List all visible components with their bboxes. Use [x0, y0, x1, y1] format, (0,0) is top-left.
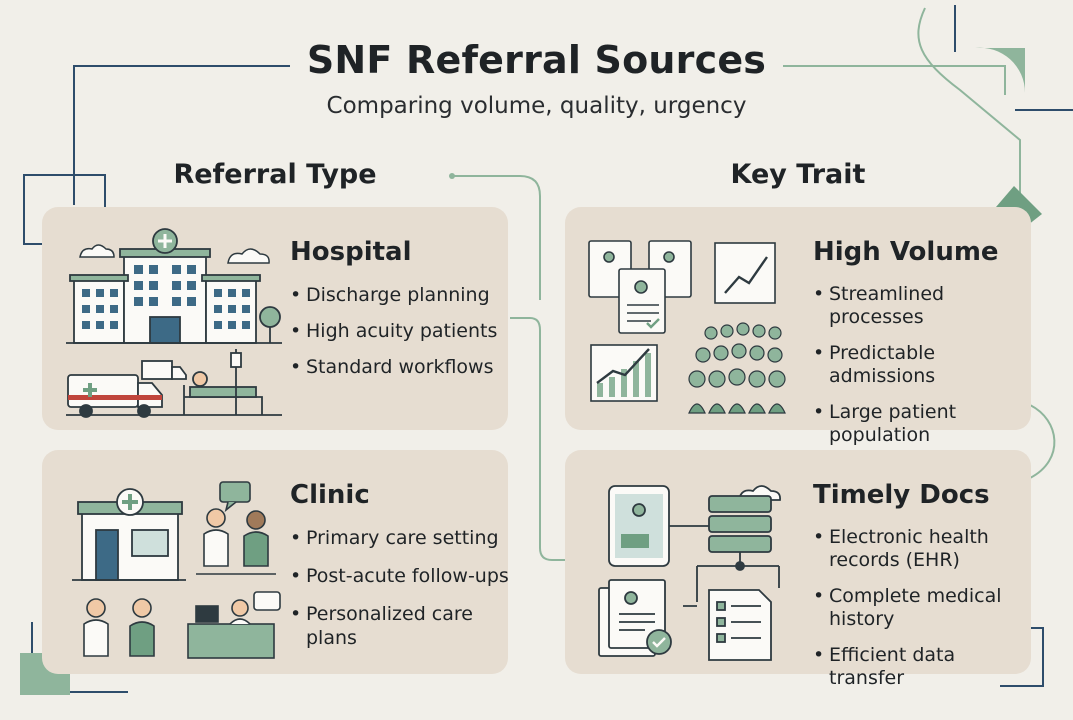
patient-records-icon	[588, 240, 692, 334]
list-item: Streamlined processes	[813, 283, 1035, 329]
server-cloud-icon	[669, 485, 781, 607]
high-volume-illustration	[588, 240, 786, 414]
list-item: Predictable admissions	[813, 342, 1035, 388]
trend-chart-icon	[590, 242, 776, 402]
timely-docs-illustration	[598, 485, 781, 661]
hospital-heading: Hospital	[290, 237, 412, 267]
hospital-bullets: Discharge planning High acuity patients …	[290, 283, 512, 391]
list-item: Discharge planning	[290, 283, 512, 307]
doctor-consult-icon	[83, 508, 276, 657]
list-item: Complete medical history	[813, 585, 1023, 631]
checklist-icon	[708, 589, 772, 661]
hospital-bed-icon	[66, 349, 282, 416]
list-item: Post-acute follow-ups	[290, 564, 512, 588]
list-item: Primary care setting	[290, 526, 512, 550]
hospital-illustration	[66, 228, 282, 418]
tablet-record-icon	[608, 485, 670, 567]
hospital-building-icon	[66, 228, 282, 344]
clinic-card: Clinic Primary care setting Post-acute f…	[42, 450, 509, 674]
page-title: SNF Referral Sources	[306, 38, 767, 82]
crowd-icon	[688, 322, 786, 414]
column-header-referral-type: Referral Type	[173, 159, 377, 190]
list-item: Electronic health records (EHR)	[813, 526, 1023, 572]
clinic-building-icon	[72, 488, 186, 581]
clinic-bullets: Primary care setting Post-acute follow-u…	[290, 526, 512, 664]
list-item: Personalized care plans	[290, 602, 512, 650]
column-header-key-trait: Key Trait	[730, 159, 866, 190]
list-item: Efficient data transfer	[813, 644, 1023, 690]
list-item: High acuity patients	[290, 319, 512, 343]
list-item: Large patient population	[813, 401, 1035, 447]
clinic-illustration	[72, 481, 281, 659]
cloud-icon	[79, 244, 270, 264]
timely-docs-bullets: Electronic health records (EHR) Complete…	[813, 526, 1023, 703]
reception-desk-icon	[187, 599, 275, 659]
high-volume-heading: High Volume	[813, 237, 999, 267]
clinic-heading: Clinic	[290, 480, 370, 510]
high-volume-bullets: Streamlined processes Predictable admiss…	[813, 283, 1035, 460]
document-check-icon	[598, 579, 672, 657]
list-item: Standard workflows	[290, 355, 512, 379]
speech-bubble-icon	[219, 481, 281, 611]
page-subtitle: Comparing volume, quality, urgency	[326, 93, 747, 119]
timely-docs-heading: Timely Docs	[813, 480, 990, 510]
ambulance-icon	[67, 360, 187, 418]
timely-docs-card: Timely Docs Electronic health records (E…	[565, 450, 1031, 689]
hospital-card: Hospital Discharge planning High acuity …	[42, 207, 508, 430]
high-volume-card: High Volume Streamlined processes Predic…	[565, 207, 1031, 446]
